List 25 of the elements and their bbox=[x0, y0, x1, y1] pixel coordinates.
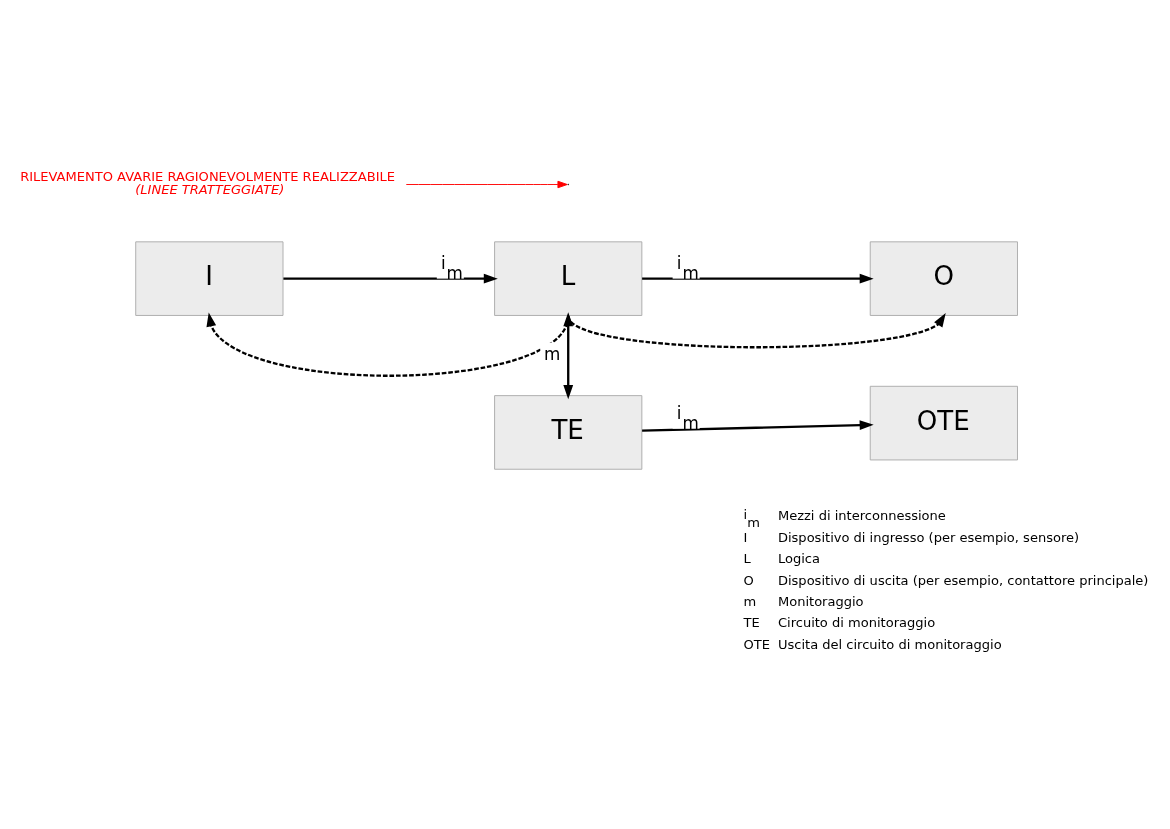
label: Monitoraggio bbox=[777, 594, 864, 609]
node-box: I bbox=[135, 241, 284, 316]
label: Dispositivo di ingresso (per esempio, sensore) bbox=[777, 529, 1080, 545]
arrow bbox=[642, 273, 874, 284]
label: Logica bbox=[777, 551, 820, 567]
label: TE bbox=[743, 615, 760, 631]
label: Mezzi di interconnessione bbox=[777, 508, 946, 524]
node-box: TE bbox=[494, 395, 643, 470]
label: Dispositivo di uscita (per esempio, contattore principale) bbox=[777, 572, 1149, 588]
node-box: OTE bbox=[869, 385, 1018, 461]
label: Circuito di monitoraggio bbox=[777, 615, 936, 631]
label: I bbox=[743, 529, 748, 545]
node-box: O bbox=[869, 241, 1018, 316]
arrow bbox=[206, 312, 570, 377]
node-text: RILEVAMENTO AVARIE RAGIONEVOLMENTE REALIZZABILE (LINEE TRATTEGGIATE) bbox=[20, 168, 395, 198]
label: O bbox=[743, 572, 754, 588]
arrow bbox=[283, 273, 498, 284]
arrow bbox=[563, 312, 574, 400]
label: Uscita del circuito di monitoraggio bbox=[777, 636, 1002, 652]
edge-label: m bbox=[543, 343, 561, 364]
node-box: L bbox=[494, 241, 643, 316]
label: OTE bbox=[743, 636, 770, 652]
label: L bbox=[743, 551, 751, 567]
arrow bbox=[642, 420, 874, 432]
label: m bbox=[743, 594, 757, 609]
